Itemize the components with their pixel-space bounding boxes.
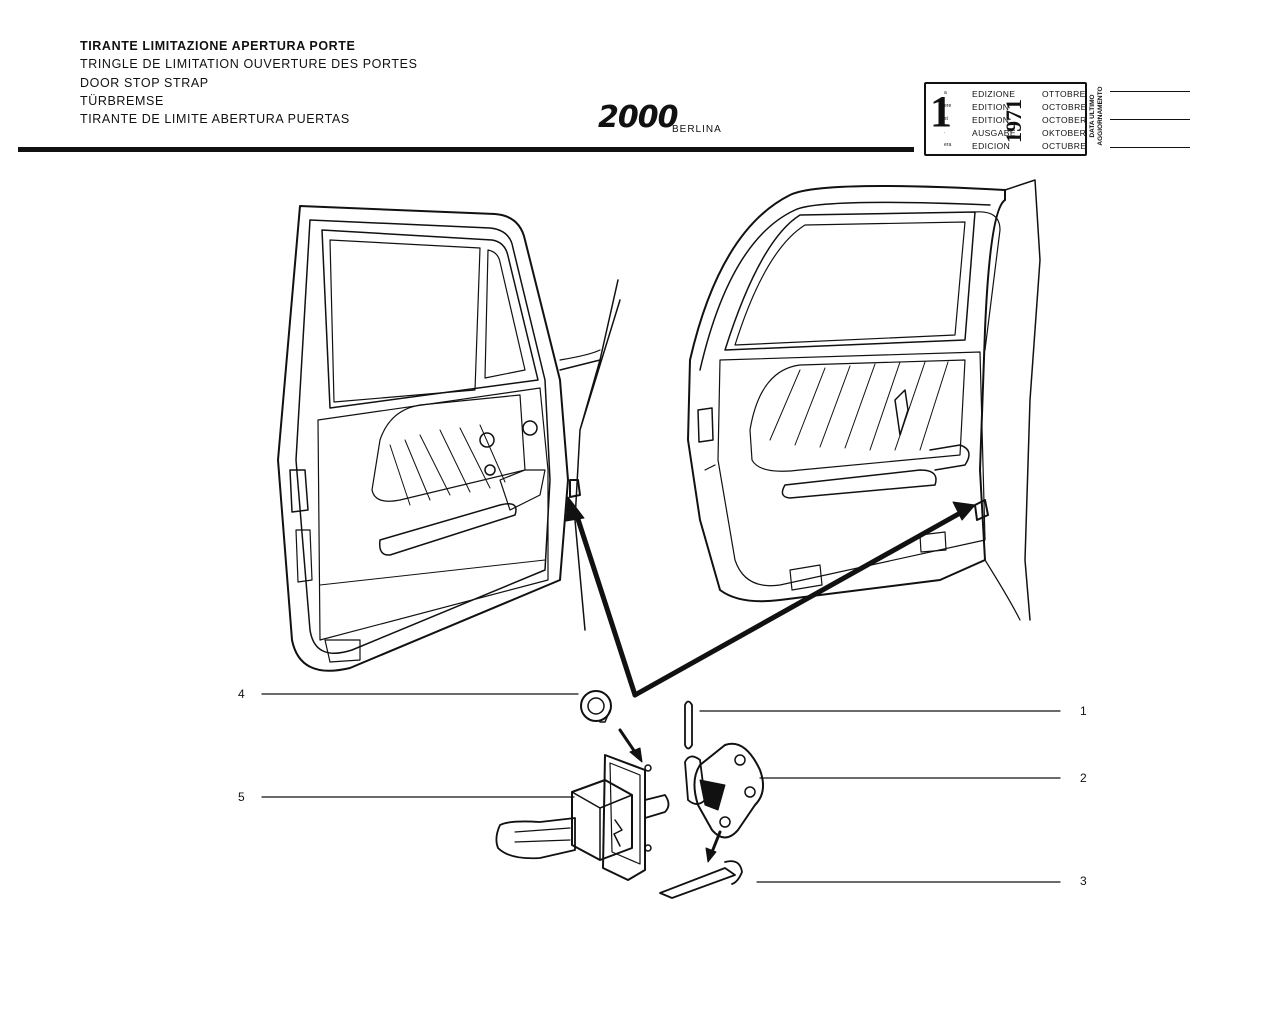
part-3-bolt <box>659 860 743 899</box>
edition-month: OKTOBER <box>1042 128 1087 138</box>
callout-2: 2 <box>1080 771 1087 785</box>
edition-month: OCTUBRE <box>1042 141 1087 151</box>
edition-month: OCTOBER <box>1042 115 1087 125</box>
edition-sup: era <box>944 142 952 148</box>
bolt-arrow <box>710 830 722 854</box>
model-logo: 2000 <box>598 100 678 135</box>
update-line <box>1110 91 1190 92</box>
part-1-pin <box>684 700 693 750</box>
title-italian: TIRANTE LIMITAZIONE APERTURA PORTE <box>80 39 356 53</box>
edition-label: EDICION <box>972 141 1011 151</box>
leader-lines <box>261 693 1061 883</box>
update-line <box>1110 147 1190 148</box>
callout-3: 3 <box>1080 874 1087 888</box>
edition-box: 1 a ere st . era EDIZIONE EDITION EDITIO… <box>924 82 1087 156</box>
bolt-arrow-head <box>705 847 717 863</box>
edition-number: 1 <box>930 87 952 136</box>
update-line <box>1110 119 1190 120</box>
edition-month: OTTOBRE <box>1042 89 1086 99</box>
edition-month: OCTOBRE <box>1042 102 1087 112</box>
insert-arrow-head <box>629 747 643 763</box>
part-4-plug <box>580 690 612 723</box>
part-2-bracket <box>684 742 765 839</box>
header-rule <box>18 147 914 152</box>
part-5-strap <box>495 754 670 881</box>
title-spanish: TIRANTE DE LIMITE ABERTURA PUERTAS <box>80 112 350 127</box>
title-english: DOOR STOP STRAP <box>80 75 209 90</box>
edition-months: OTTOBRE OCTOBRE OCTOBER OKTOBER OCTUBRE <box>1042 88 1087 153</box>
edition-sup: a <box>944 90 947 96</box>
callout-4: 4 <box>238 687 245 701</box>
header-titles: TIRANTE LIMITAZIONE APERTURA PORTE TRING… <box>80 37 418 128</box>
callout-5: 5 <box>238 790 245 804</box>
title-french: TRINGLE DE LIMITATION OUVERTURE DES PORT… <box>80 57 418 72</box>
edition-label: AUSGABE <box>972 128 1016 138</box>
model-name: BERLINA <box>672 124 722 135</box>
edition-sup: . <box>944 129 946 135</box>
right-door-illustration <box>687 179 1041 621</box>
edition-sup: ere <box>944 103 952 109</box>
edition-labels: EDIZIONE EDITION EDITION AUSGABE EDICION <box>972 88 1016 153</box>
location-arrows <box>565 496 976 698</box>
edition-sup: st <box>944 116 948 122</box>
edition-label: EDIZIONE <box>972 89 1016 99</box>
title-german: TÜRBREMSE <box>80 93 164 108</box>
edition-label: EDITION <box>972 115 1010 125</box>
callout-1: 1 <box>1080 704 1087 718</box>
left-door-illustration <box>277 205 621 672</box>
edition-label: EDITION <box>972 102 1010 112</box>
